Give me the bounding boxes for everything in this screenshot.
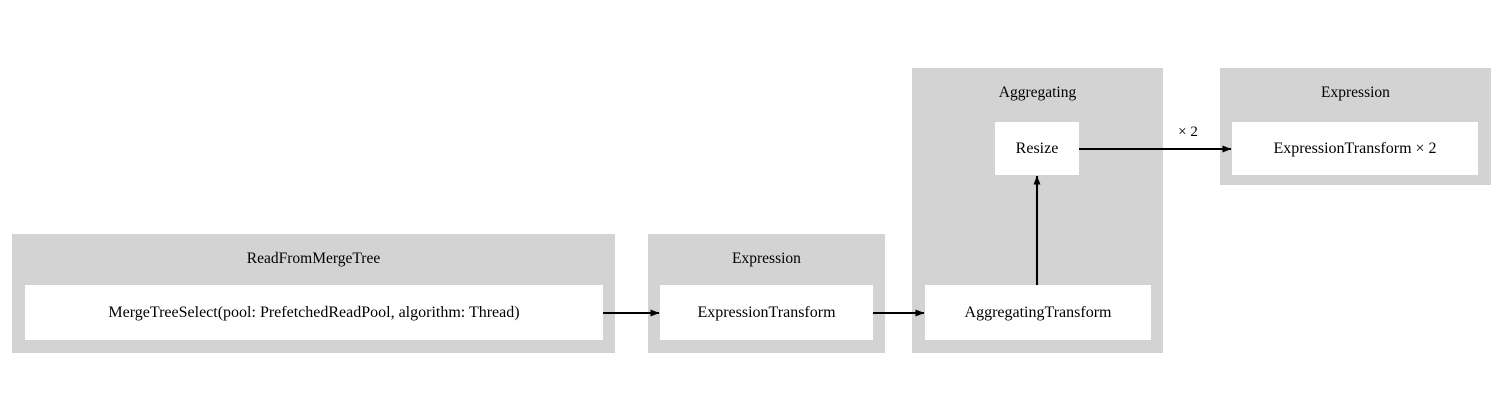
edge-resize-to-expression2-label: × 2 (1178, 124, 1198, 140)
node-merge-tree-select-label: MergeTreeSelect(pool: PrefetchedReadPool… (108, 303, 520, 321)
node-expression-transform-label: ExpressionTransform (697, 303, 836, 321)
node-aggregating-transform-label: AggregatingTransform (964, 303, 1112, 321)
cluster-expression-2-label: Expression (1321, 84, 1390, 101)
node-merge-tree-select[interactable]: MergeTreeSelect(pool: PrefetchedReadPool… (25, 285, 603, 340)
cluster-aggregating-label: Aggregating (998, 84, 1077, 101)
node-expression-transform-x2[interactable]: ExpressionTransform × 2 (1232, 122, 1478, 175)
node-expression-transform[interactable]: ExpressionTransform (660, 285, 873, 340)
node-aggregating-transform[interactable]: AggregatingTransform (925, 285, 1151, 340)
node-resize-label: Resize (1015, 139, 1059, 157)
cluster-expression-1-label: Expression (732, 250, 801, 267)
cluster-read-from-merge-tree-label: ReadFromMergeTree (246, 250, 381, 267)
node-expression-transform-x2-label: ExpressionTransform × 2 (1273, 139, 1437, 157)
node-resize[interactable]: Resize (995, 122, 1079, 175)
